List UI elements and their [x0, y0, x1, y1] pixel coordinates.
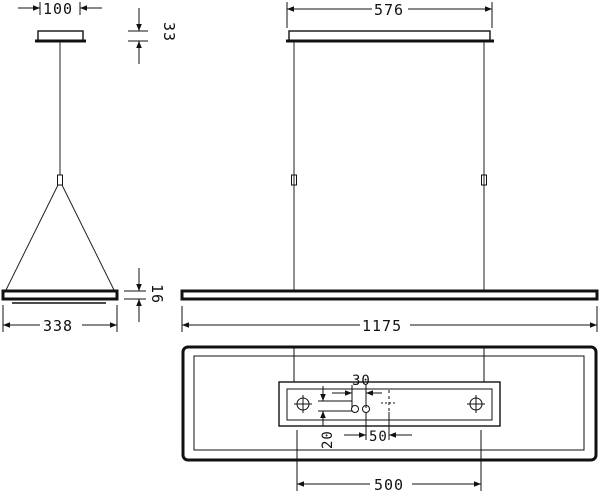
fixing-hole-left-icon	[294, 395, 312, 413]
dim-576-label: 576	[374, 1, 404, 19]
dim-30-label: 30	[352, 373, 371, 389]
side-body	[1, 289, 119, 301]
side-cable-clamp	[57, 174, 63, 186]
top-view: 30 20 50 500	[181, 345, 598, 492]
dim-20-label: 20	[320, 430, 336, 449]
fixing-hole-right-icon	[467, 395, 485, 413]
front-clamp-right	[481, 174, 487, 186]
front-view: 576 1175	[180, 1, 599, 335]
dim-16-label: 16	[148, 284, 166, 304]
side-cable-left	[5, 184, 59, 291]
dim-500-label: 500	[374, 476, 404, 492]
dim-338-label: 338	[43, 317, 73, 335]
dim-33-label: 33	[160, 22, 178, 42]
front-body	[180, 289, 599, 301]
front-clamp-left	[291, 174, 297, 186]
dim-1175-label: 1175	[362, 317, 402, 335]
dim-100-label: 100	[43, 0, 73, 18]
top-body-outer	[181, 345, 598, 462]
side-cable-right	[61, 184, 115, 291]
cable-entry-hole-1	[351, 405, 359, 413]
top-body-inner	[193, 355, 585, 451]
side-view: 100 33 16 338	[1, 0, 178, 335]
dim-50-label: 50	[369, 429, 388, 445]
